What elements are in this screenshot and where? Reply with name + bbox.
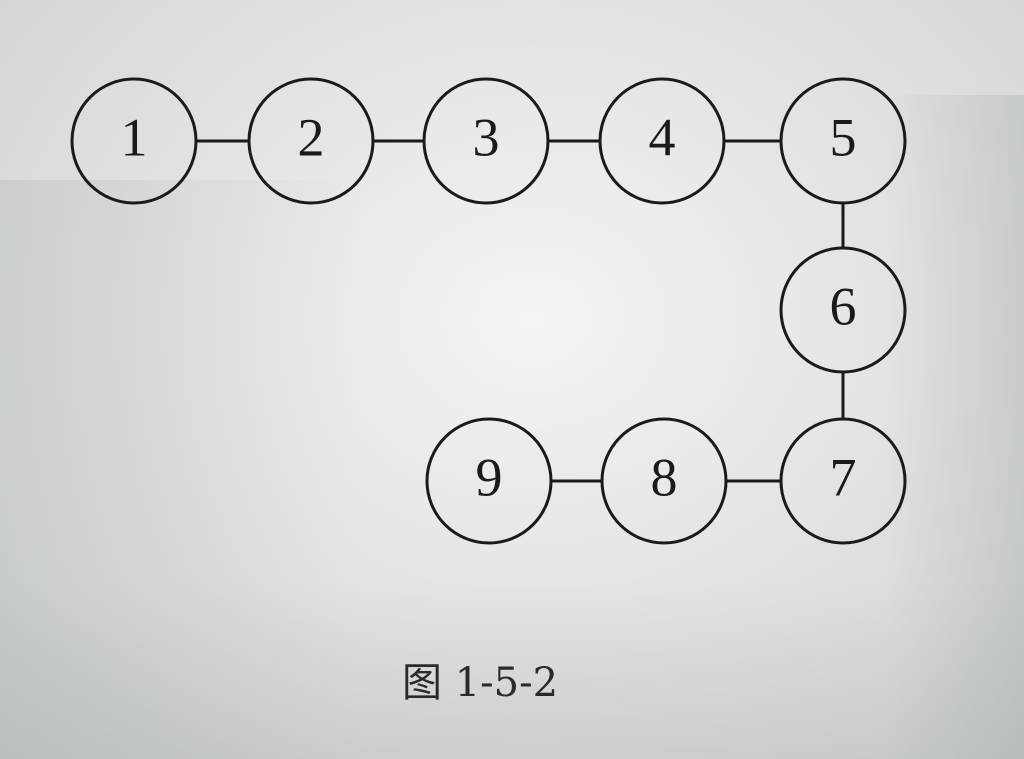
node-label-1: 1 (121, 107, 148, 167)
nodes-layer: 1 2 3 4 5 6 7 8 9 (70, 77, 907, 545)
node-circle-1 (70, 77, 198, 205)
node-1: 1 (70, 77, 198, 205)
node-circle-6 (779, 246, 907, 374)
node-label-6: 6 (830, 276, 857, 336)
node-3: 3 (422, 77, 550, 205)
node-circle-4 (598, 77, 726, 205)
edges-layer (196, 139, 845, 483)
node-4: 4 (598, 77, 726, 205)
node-label-2: 2 (298, 107, 325, 167)
figure-caption: 图 1-5-2 (402, 660, 559, 706)
node-8: 8 (600, 417, 728, 545)
node-label-9: 9 (476, 447, 503, 507)
node-label-4: 4 (649, 107, 676, 167)
node-circle-7 (779, 417, 907, 545)
node-circle-2 (247, 77, 375, 205)
node-circle-5 (779, 77, 907, 205)
node-9: 9 (425, 417, 553, 545)
node-2: 2 (247, 77, 375, 205)
node-label-7: 7 (830, 447, 857, 507)
node-label-8: 8 (651, 447, 678, 507)
node-circle-8 (600, 417, 728, 545)
node-7: 7 (779, 417, 907, 545)
node-circle-9 (425, 417, 553, 545)
node-label-5: 5 (830, 107, 857, 167)
node-label-3: 3 (473, 107, 500, 167)
node-6: 6 (779, 246, 907, 374)
node-circle-3 (422, 77, 550, 205)
node-5: 5 (779, 77, 907, 205)
